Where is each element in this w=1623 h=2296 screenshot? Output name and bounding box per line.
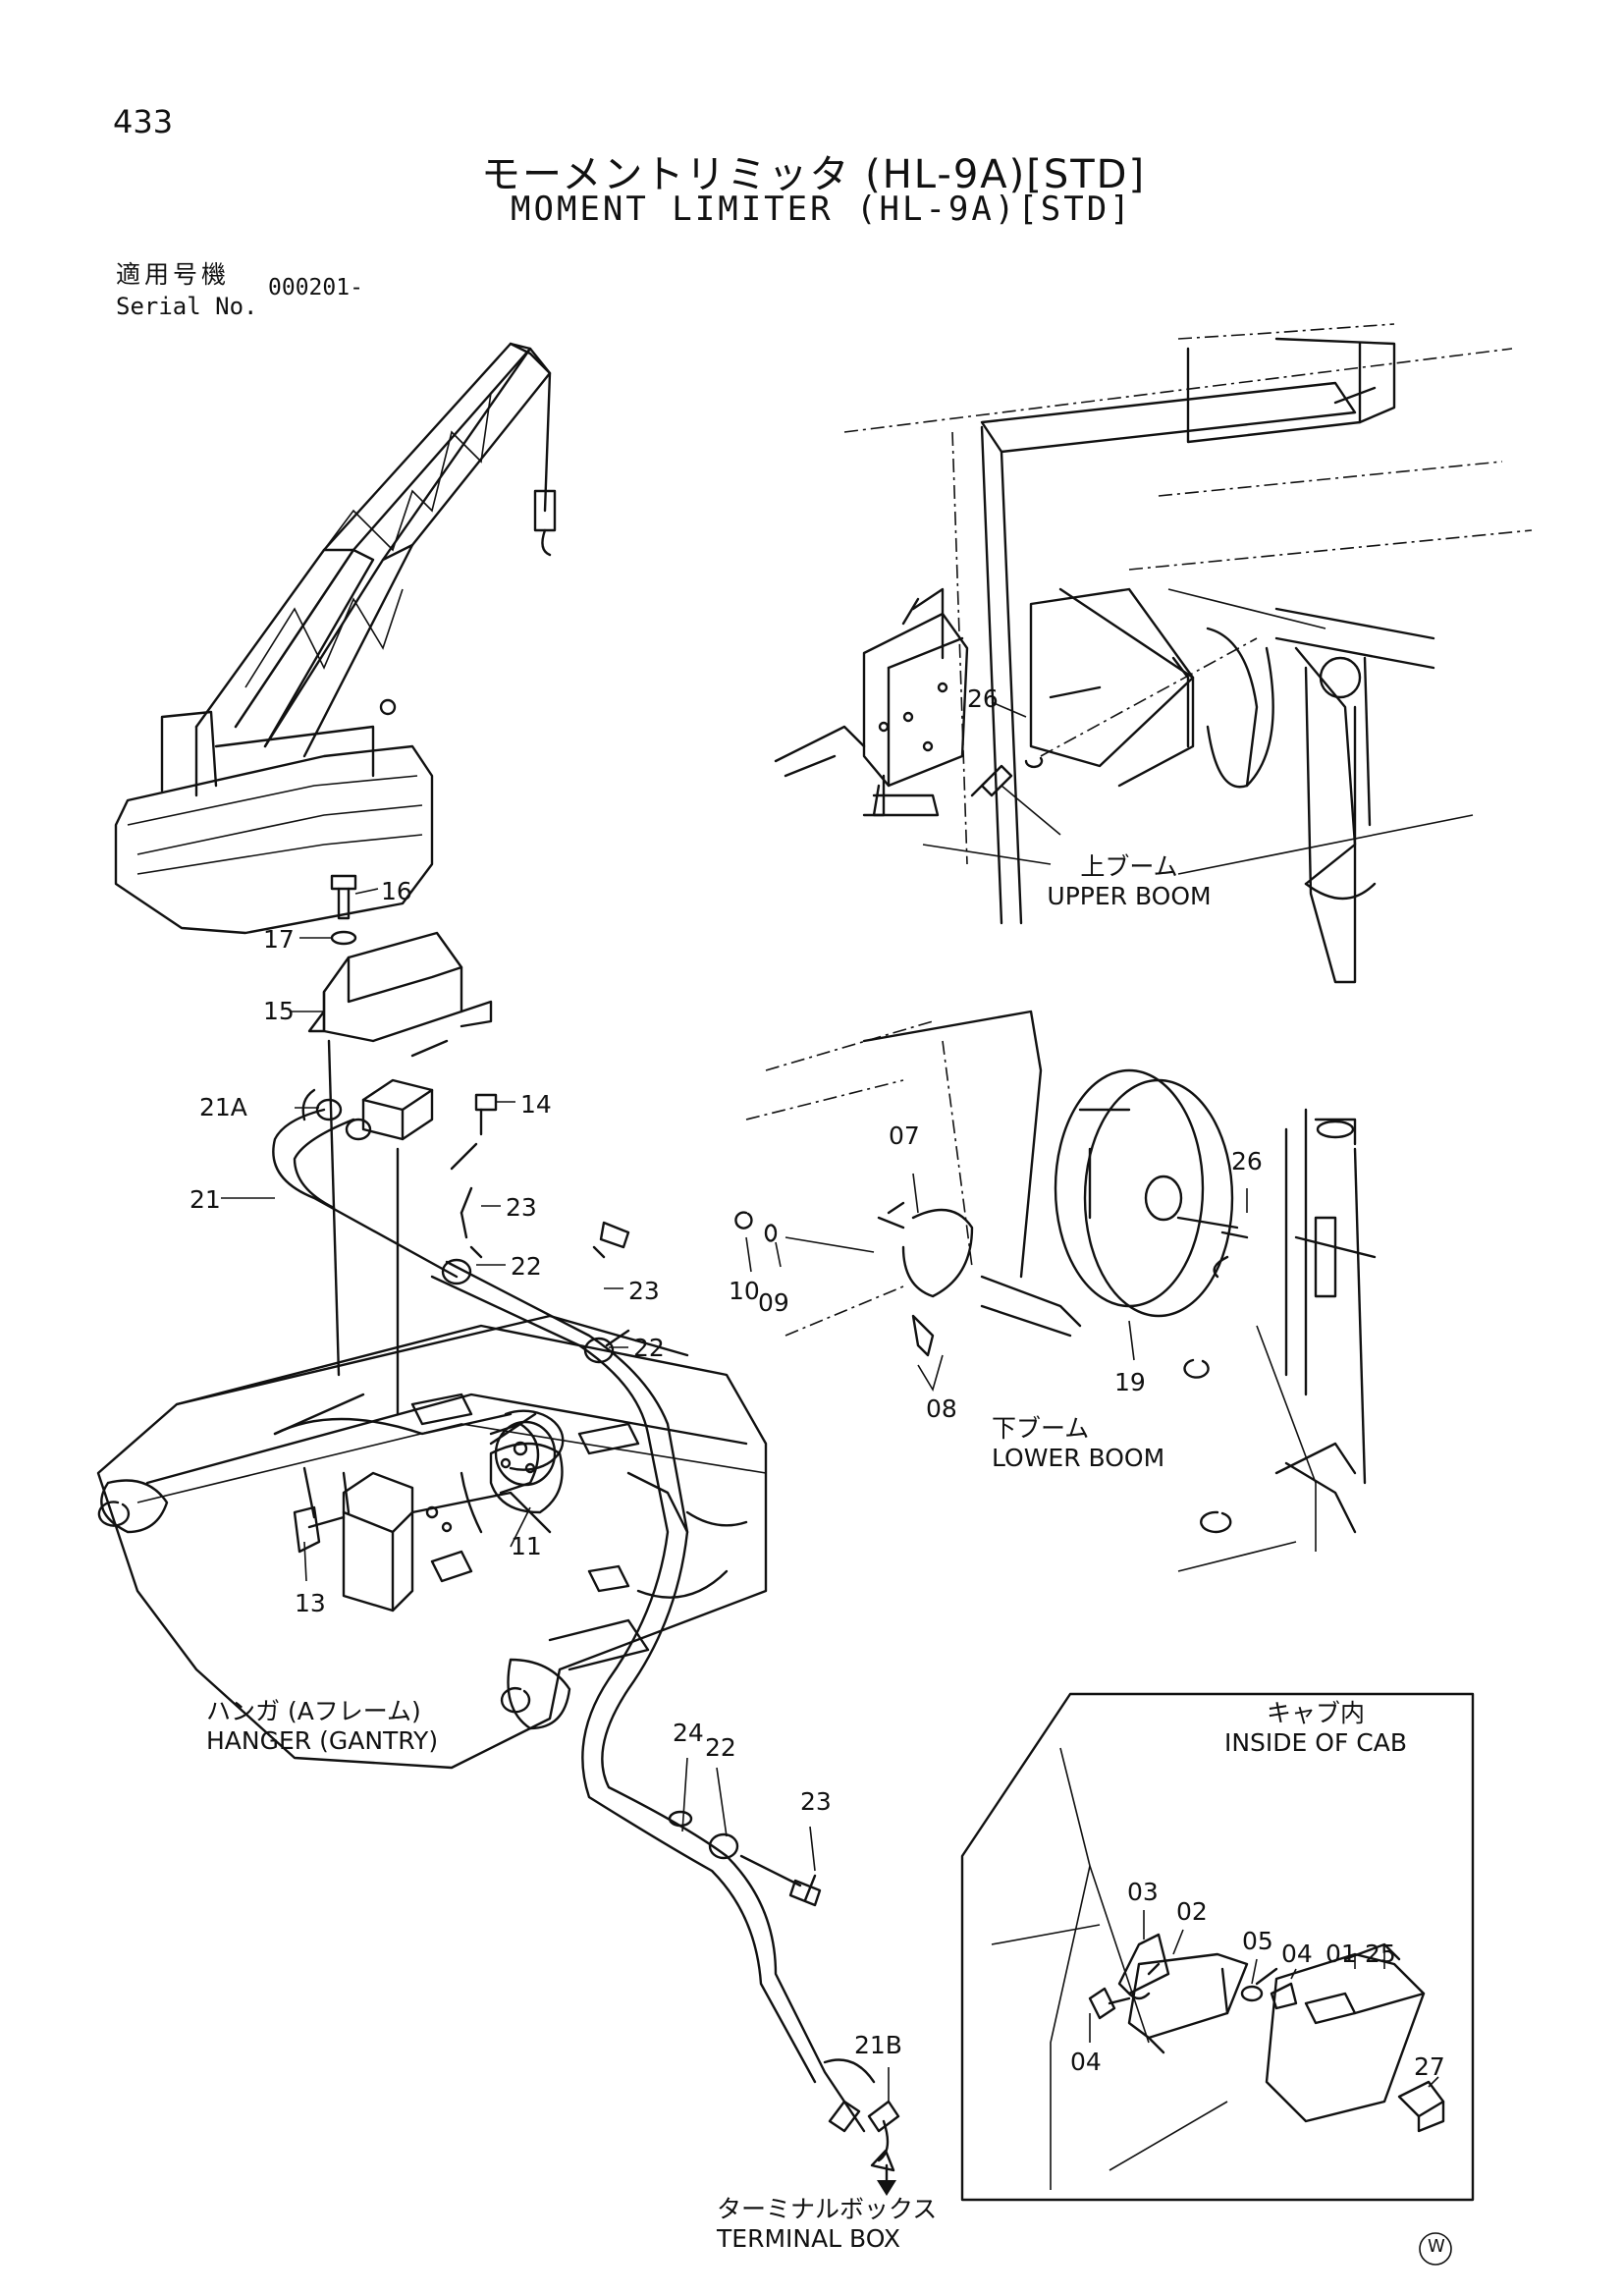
callout-07: 07 [889,1121,920,1150]
callout-17: 17 [263,925,295,954]
page-title-english: MOMENT LIMITER (HL-9A)[STD] [511,190,1133,229]
leader-lines [221,701,1439,2102]
upper-boom-illustration [774,323,1533,984]
callout-14: 14 [520,1090,552,1119]
callout-08: 08 [926,1394,957,1423]
callout-01: 01 [1325,1940,1357,1968]
terminal-box-caption-en: TERMINAL BOX [717,2224,900,2253]
cab-caption-en: INSIDE OF CAB [1223,1728,1408,1757]
callout-13: 13 [295,1589,326,1617]
callout-09: 09 [758,1288,789,1317]
cab-inset [960,1692,1475,2202]
hanger-caption-en: HANGER (GANTRY) [206,1726,439,1755]
callout-10: 10 [729,1277,760,1305]
watermark-circle [1419,2232,1452,2266]
callout-04-left: 04 [1070,2048,1102,2076]
terminal-arrow-head [877,2180,896,2196]
callout-22-upper: 22 [511,1252,542,1281]
callout-04-right: 04 [1281,1940,1313,1968]
serial-number-value: 000201- [268,275,363,301]
callout-26: 26 [967,684,999,713]
terminal-box-caption-jp: ターミナルボックス [717,2195,938,2223]
callout-23-middle: 23 [628,1277,660,1305]
gantry-illustration [96,1314,768,1770]
callout-26-lower: 26 [1231,1147,1263,1175]
callout-21a: 21A [199,1093,247,1121]
cable-harness [272,1098,900,2172]
callout-03: 03 [1127,1878,1159,1906]
serial-label-japanese: 適用号機 [116,260,231,289]
hanger-caption: ハンガ (Aフレーム) HANGER (GANTRY) [206,1697,481,1756]
terminal-box-caption: ターミナルボックス TERMINAL BOX [717,2195,962,2254]
watermark-letter: W [1428,2236,1445,2257]
lower-boom-caption-jp: 下ブーム [992,1414,1090,1443]
callout-15: 15 [263,997,295,1025]
callout-19: 19 [1114,1368,1146,1396]
callout-27: 27 [1414,2052,1445,2081]
hanger-caption-jp: ハンガ (Aフレーム) [206,1697,421,1725]
serial-label-english: Serial No. [116,293,258,320]
callout-22-middle: 22 [633,1334,665,1362]
crane-illustration [114,342,557,935]
callout-02: 02 [1176,1897,1208,1926]
callout-25: 25 [1365,1940,1396,1968]
callout-22-lower: 22 [705,1733,736,1762]
callout-16: 16 [381,877,412,905]
callout-21: 21 [189,1185,221,1214]
callout-23-lower: 23 [800,1787,832,1816]
upper-boom-caption: 上ブーム UPPER BOOM [1021,852,1237,911]
lower-boom-caption-en: LOWER BOOM [992,1444,1165,1472]
cab-caption: キャブ内 INSIDE OF CAB [1198,1699,1434,1758]
callout-21b: 21B [854,2031,902,2059]
upper-boom-caption-en: UPPER BOOM [1047,882,1212,910]
lower-boom-illustration [734,1010,1377,1572]
page-title-japanese: モーメントリミッタ (HL-9A)[STD] [481,152,1147,197]
callout-23-upper: 23 [506,1193,537,1222]
callout-05: 05 [1242,1927,1273,1955]
page-number: 433 [113,103,174,140]
lower-boom-caption: 下ブーム LOWER BOOM [992,1414,1188,1473]
callout-11: 11 [511,1532,542,1560]
callout-24: 24 [673,1719,704,1747]
cab-caption-jp: キャブ内 [1266,1699,1365,1727]
upper-boom-caption-jp: 上ブーム [1080,852,1178,881]
